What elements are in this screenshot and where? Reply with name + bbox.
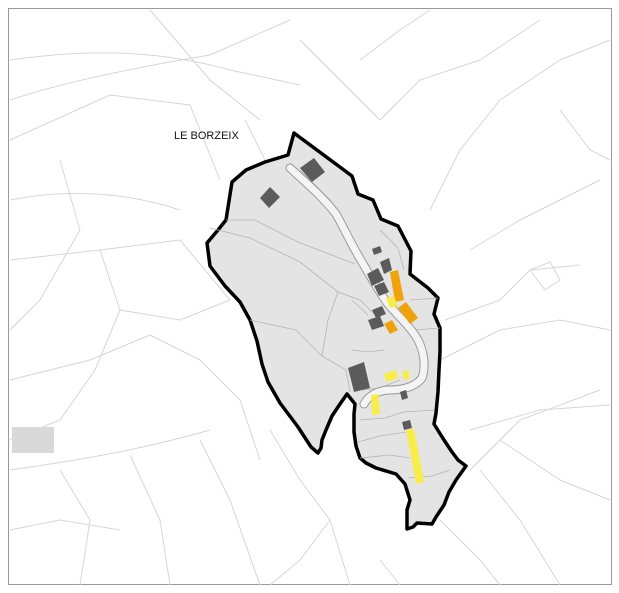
building-existing: [372, 246, 382, 255]
outside-block: [12, 427, 54, 453]
building-existing: [367, 268, 384, 286]
road: [285, 163, 429, 409]
building-orange: [390, 270, 404, 302]
map-border: [8, 8, 612, 585]
building-yellow: [406, 429, 424, 484]
orange-buildings: [384, 270, 418, 334]
building-existing: [400, 390, 408, 400]
building-existing: [300, 158, 325, 182]
building-existing: [368, 316, 384, 330]
yellow-buildings: [371, 296, 424, 484]
building-existing: [372, 306, 386, 318]
building-yellow: [384, 370, 398, 382]
inner-parcels: [209, 169, 451, 479]
building-yellow: [402, 370, 410, 380]
existing-buildings: [260, 158, 412, 430]
building-existing: [348, 362, 370, 392]
place-label: LE BORZEIX: [174, 130, 239, 142]
building-yellow: [371, 394, 380, 415]
building-existing: [402, 420, 412, 430]
building-existing: [374, 282, 389, 296]
building-existing: [380, 258, 392, 274]
building-yellow: [386, 296, 398, 308]
building-orange: [384, 320, 398, 334]
building-existing: [260, 187, 280, 208]
background-parcels: [9, 9, 611, 586]
study-area-outline[interactable]: [205, 131, 468, 531]
building-orange: [398, 302, 418, 324]
